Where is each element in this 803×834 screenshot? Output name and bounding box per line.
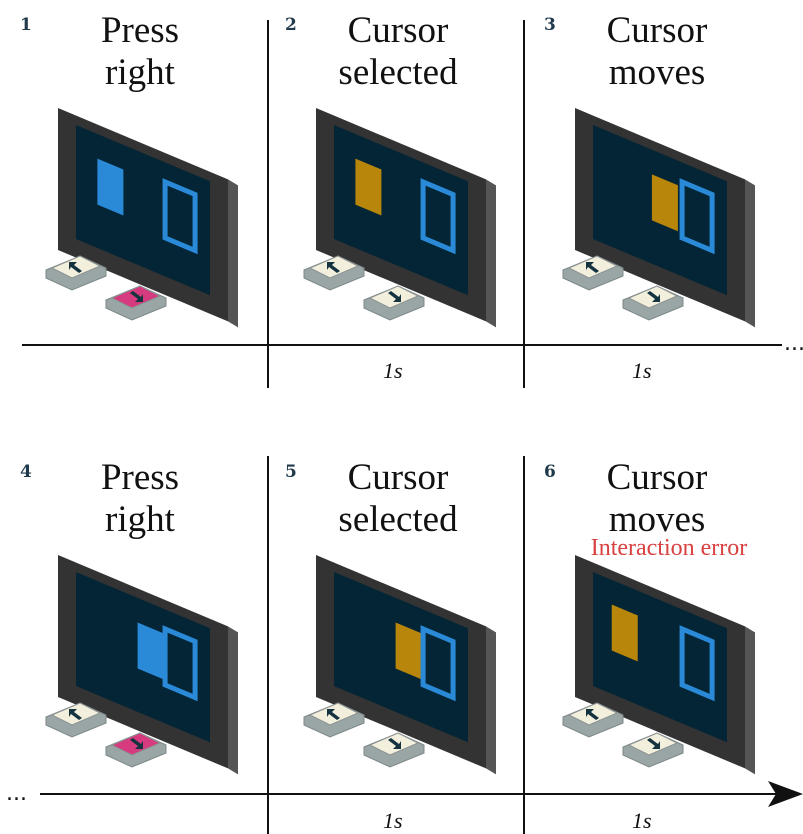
right-arrow-key [622, 285, 684, 321]
step-number: 3 [544, 15, 556, 35]
timeline-row-2: ... 1s 1s [6, 456, 803, 834]
cursor-frame [420, 178, 456, 255]
arrow-down-right-icon [388, 738, 401, 749]
monitor [575, 108, 755, 328]
arrow-up-left-icon [69, 262, 82, 273]
left-arrow-key [45, 255, 107, 291]
step-title-line-2: selected [338, 52, 458, 93]
left-arrow-key [303, 702, 365, 738]
step-title-line-2: selected [338, 499, 458, 540]
monitor [58, 555, 238, 775]
arrow-up-left-icon [69, 709, 82, 720]
timeline-row-1: ... 1s 1s [22, 20, 803, 388]
selectable-item [611, 604, 638, 662]
step-title-line-2: right [105, 499, 176, 540]
duration-label: 1s [383, 358, 403, 383]
monitor [316, 108, 496, 328]
cursor-frame [162, 178, 198, 255]
left-arrow-key [562, 255, 624, 291]
step-title-line-1: Cursor [607, 457, 708, 498]
arrow-down-right-icon [647, 738, 660, 749]
cursor-frame [679, 178, 715, 255]
monitor [58, 108, 238, 328]
selectable-item [395, 622, 422, 680]
step-number: 6 [544, 462, 556, 482]
right-arrow-key [363, 732, 425, 768]
step-title-line-1: Press [101, 457, 179, 498]
arrow-up-left-icon [586, 709, 599, 720]
step-title-line-1: Press [101, 10, 179, 51]
arrow-down-right-icon [388, 291, 401, 302]
step-title-line-1: Cursor [607, 10, 708, 51]
timeline-arrowhead [768, 781, 803, 807]
interaction-error-label: Interaction error [591, 535, 748, 561]
right-arrow-key [622, 732, 684, 768]
arrow-up-left-icon [327, 262, 340, 273]
arrow-down-right-icon [647, 291, 660, 302]
arrow-down-right-icon [130, 291, 143, 302]
step-number: 2 [285, 15, 297, 35]
arrow-down-right-icon [130, 738, 143, 749]
duration-label: 1s [383, 808, 403, 833]
step-number: 1 [20, 15, 32, 35]
right-arrow-key [105, 732, 167, 768]
right-arrow-key [363, 285, 425, 321]
arrow-up-left-icon [327, 709, 340, 720]
step-title-line-1: Cursor [348, 457, 449, 498]
duration-label: 1s [632, 808, 652, 833]
step-title-line-1: Cursor [348, 10, 449, 51]
cursor-frame [679, 625, 715, 702]
timeline-ellipsis-right: ... [784, 331, 803, 356]
cursor-frame [420, 625, 456, 702]
arrow-up-left-icon [586, 262, 599, 273]
monitor [575, 555, 755, 775]
step-number: 4 [20, 462, 32, 482]
duration-label: 1s [632, 358, 652, 383]
selectable-item [137, 622, 164, 680]
left-arrow-key [303, 255, 365, 291]
monitor [316, 555, 496, 775]
cursor-frame [162, 625, 198, 702]
left-arrow-key [45, 702, 107, 738]
step-title-line-2: right [105, 52, 176, 93]
selectable-item [97, 158, 124, 216]
selectable-item [651, 174, 678, 232]
right-arrow-key [105, 285, 167, 321]
left-arrow-key [562, 702, 624, 738]
step-title-line-2: moves [609, 499, 706, 540]
step-number: 5 [285, 462, 297, 482]
step-title-line-2: moves [609, 52, 706, 93]
selectable-item [355, 158, 382, 216]
timeline-ellipsis-left: ... [6, 781, 27, 806]
